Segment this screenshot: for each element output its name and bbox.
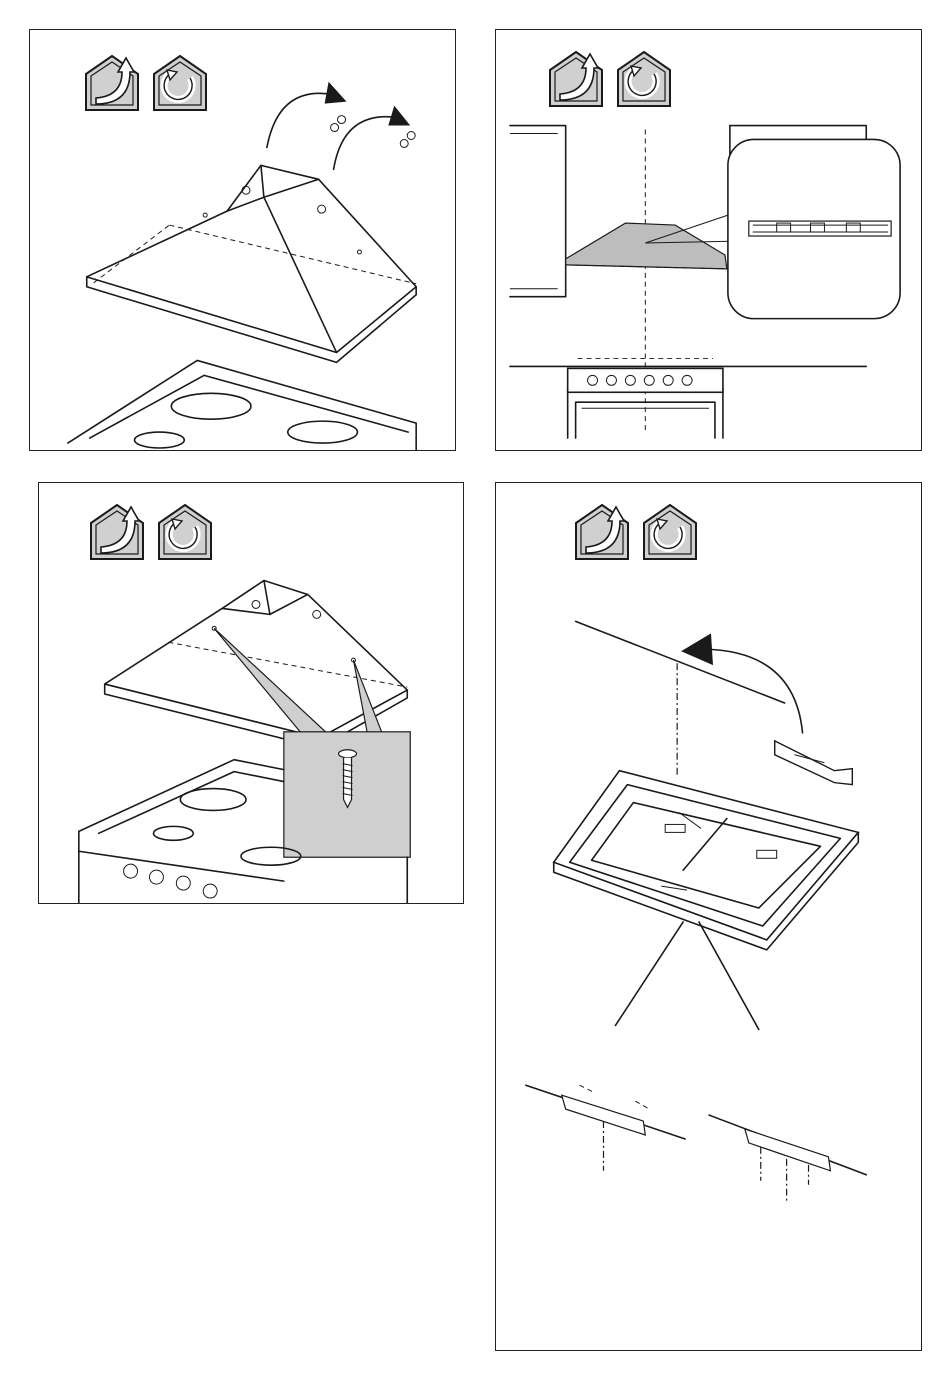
step-4-panel [495,482,922,1351]
hood-removal-illustration [30,30,455,450]
mounting-rail [749,221,891,236]
bracket-detail-right [709,1115,866,1203]
hood-fixing-illustration [39,483,463,903]
cooktop [68,360,416,450]
hood-positioning-illustration [496,30,921,450]
wall-line [576,621,785,703]
cooker-hood [87,165,416,362]
curved-arrow-icon [681,633,802,733]
step-1-panel [29,29,456,451]
bracket-detail-left [526,1085,685,1171]
mounting-bracket [775,741,853,785]
cooker-hood [105,581,408,748]
bracket-mounting-illustration [496,483,921,1350]
step-2-panel [495,29,922,451]
hood-silhouette [566,223,727,269]
step-3-panel [38,482,464,904]
hood-underside [554,771,859,950]
wall-cabinet-left [510,126,566,297]
